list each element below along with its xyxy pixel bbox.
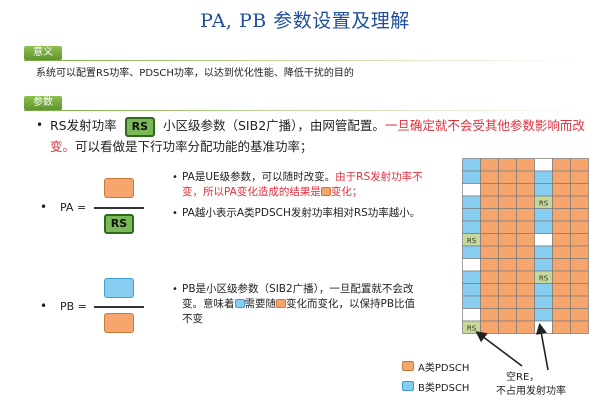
section-divider xyxy=(24,110,584,111)
arrow-to-empty-re xyxy=(535,322,549,371)
pb-description: PB是小区级参数（SIB2广播），一旦配置就不会改变。意味着需要随变化而变化，以… xyxy=(182,282,417,327)
section-tag-params: 参数 xyxy=(24,96,62,110)
arrow-to-rs-empty xyxy=(475,331,523,367)
grid-rs-label: RS xyxy=(539,199,549,207)
rs-suffix: 可以看做是下行功率分配功能的基准功率； xyxy=(75,138,313,154)
pa-bullet-2: PA越小表示A类PDSCH发射功率相对RS功率越小。 xyxy=(182,207,421,219)
legend-empty-re: 空RE， xyxy=(506,372,540,383)
meaning-text: 系统可以配置RS功率、PDSCH功率，以达到优化性能、降低干扰的目的 xyxy=(36,68,354,79)
legend-b-pdsch: B类PDSCH xyxy=(418,383,470,394)
fraction-bar xyxy=(94,306,144,308)
pb-label: PB = xyxy=(60,300,87,313)
rs-prefix: RS发射功率 xyxy=(50,118,117,133)
pb-numerator-blue xyxy=(104,278,134,298)
pb-text-a: PB是小区级参数（SIB2广播），一旦配置就不会改变。意味着 xyxy=(182,283,414,310)
pa-label: PA = xyxy=(60,201,87,214)
orange-square-icon xyxy=(320,187,331,196)
pb-text-b: 需要随 xyxy=(244,298,277,310)
legend-a-pdsch: A类PDSCH xyxy=(418,363,470,374)
bullet-dot: • xyxy=(172,284,178,295)
resource-grid: RS RS RS RS xyxy=(462,158,589,334)
rs-badge: RS xyxy=(124,116,156,137)
grid-rs-label: RS xyxy=(539,274,549,282)
grid-rs-label: RS xyxy=(467,324,477,332)
blue-square-icon xyxy=(234,299,245,308)
page-title: PA, PB 参数设置及理解 xyxy=(200,10,410,32)
pa-bullet-1-red-end: 变化； xyxy=(330,186,363,198)
pb-text-c: 变化而变化，以保持PB比值不变 xyxy=(182,298,416,325)
rs-middle: 小区级参数（SIB2广播），由网管配置。 xyxy=(163,118,385,133)
pa-bullet-1-red: 由于RS发射功率不变，所以PA变化造成的结果是 xyxy=(182,171,423,198)
bullet-dot: • xyxy=(40,299,48,313)
legend-orange-swatch xyxy=(402,361,414,371)
legend-empty-re-note: 不占用发射功率 xyxy=(496,386,566,397)
pa-denominator-rs: RS xyxy=(104,214,134,234)
bullet-dot: • xyxy=(172,208,178,219)
legend-blue-swatch xyxy=(402,381,414,391)
pa-bullet-1: PA是UE级参数，可以随时改变。由于RS发射功率不变，所以PA变化造成的结果是变… xyxy=(182,170,427,200)
pa-bullet-1-text: PA是UE级参数，可以随时改变。 xyxy=(182,171,336,183)
bullet-dot: • xyxy=(40,200,48,214)
rs-red-note: 一旦确定就不会受其他参数影响而改变。 xyxy=(50,118,585,154)
orange-square-icon xyxy=(276,299,286,308)
grid-cell-a-pdsch xyxy=(570,320,589,334)
pa-numerator-orange xyxy=(104,178,134,198)
section-divider xyxy=(24,60,584,61)
bullet-dot: • xyxy=(36,118,44,132)
grid-rs-label: RS xyxy=(467,237,477,245)
fraction-bar xyxy=(94,207,144,209)
rs-power-description: RS发射功率 RS 小区级参数（SIB2广播），由网管配置。一旦确定就不会受其他… xyxy=(50,116,600,157)
pb-denominator-orange xyxy=(104,313,134,333)
bullet-dot: • xyxy=(172,172,178,183)
section-tag-meaning: 意义 xyxy=(24,46,62,60)
